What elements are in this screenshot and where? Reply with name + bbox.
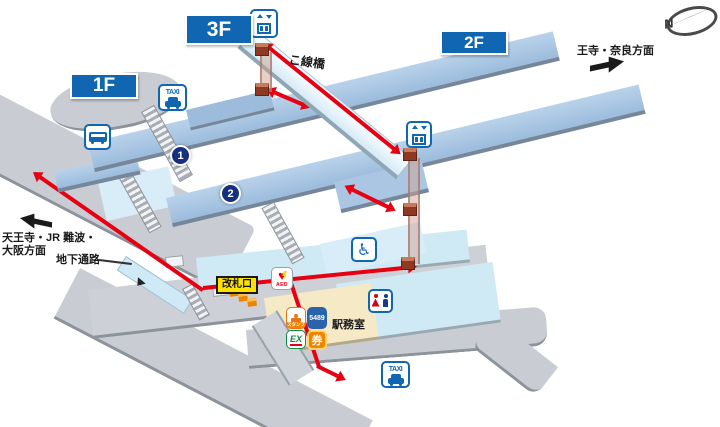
- stamp-glyph: [291, 314, 301, 322]
- ticket-5489-label: 5489: [309, 314, 325, 322]
- ticket-machine-5489-icon: 5489: [307, 307, 327, 329]
- platform-1-number-badge: 1: [170, 145, 191, 166]
- bus-stop-icon: [84, 124, 111, 150]
- elevator-cab: [403, 148, 417, 161]
- floor-label-1f: 1F: [70, 73, 138, 99]
- aed-heart-glyph: ♥: [278, 268, 288, 283]
- taxi-car-glyph: [164, 96, 181, 109]
- elevator-cab-glyph: [257, 22, 271, 34]
- station-office-label: 駅務室: [332, 319, 365, 331]
- underpass-label: 地下通路: [56, 254, 100, 266]
- compass: N: [660, 1, 720, 41]
- elevator-shaft-west: [260, 52, 272, 92]
- direction-east-label: 王寺・奈良方面: [577, 45, 654, 57]
- restroom-female-glyph: [371, 293, 380, 309]
- ex-label: EX: [289, 333, 302, 346]
- arrowhead: [385, 201, 404, 219]
- elevator-cab: [255, 83, 269, 96]
- aed-lightning-glyph: [282, 271, 288, 280]
- taxi-label: TAXI: [165, 88, 180, 96]
- floor-label-3f: 3F: [185, 14, 253, 45]
- elevator-cab: [255, 43, 269, 56]
- elevator-icon: [406, 121, 432, 148]
- elevator-cab: [403, 203, 417, 216]
- elevator-cab: [401, 257, 415, 270]
- aed-label: AED: [275, 282, 289, 288]
- taxi-icon: TAXI: [381, 361, 410, 388]
- taxi-label: TAXI: [388, 365, 403, 373]
- restroom-male-glyph: [382, 293, 390, 309]
- taxi-icon: TAXI: [158, 84, 187, 111]
- elevator-icon: [250, 9, 278, 38]
- express-reservation-icon: EX: [286, 330, 306, 349]
- aed-icon: ♥ AED: [271, 267, 293, 290]
- route-arrowhead-south: [335, 370, 354, 389]
- taxi-car-glyph: [387, 373, 404, 386]
- platform-2-number-badge: 2: [220, 183, 241, 204]
- ticket-gate-badge: 改札口: [216, 276, 258, 294]
- stamp-label: スタンプ: [287, 322, 305, 328]
- ticket-vending-icon: 券: [307, 330, 327, 350]
- elevator-cab-glyph: [412, 133, 426, 145]
- elevator-updown-arrows: [256, 13, 272, 22]
- direction-west-label-line2: 大阪方面: [2, 245, 46, 257]
- elevator-updown-arrows: [411, 124, 427, 133]
- ticket-gate-machine: [247, 297, 258, 307]
- floor-label-2f: 2F: [440, 30, 508, 55]
- ticket-label: 券: [311, 335, 323, 347]
- station-stamp-icon: スタンプ: [286, 307, 306, 329]
- restroom-icon: [368, 289, 393, 313]
- direction-west-label-line1: 天王寺・JR 難波・: [2, 232, 97, 244]
- wheelchair-accessible-icon: ♿: [351, 237, 377, 262]
- bus-glyph: [88, 132, 107, 144]
- route-south-branch-end: [316, 364, 354, 389]
